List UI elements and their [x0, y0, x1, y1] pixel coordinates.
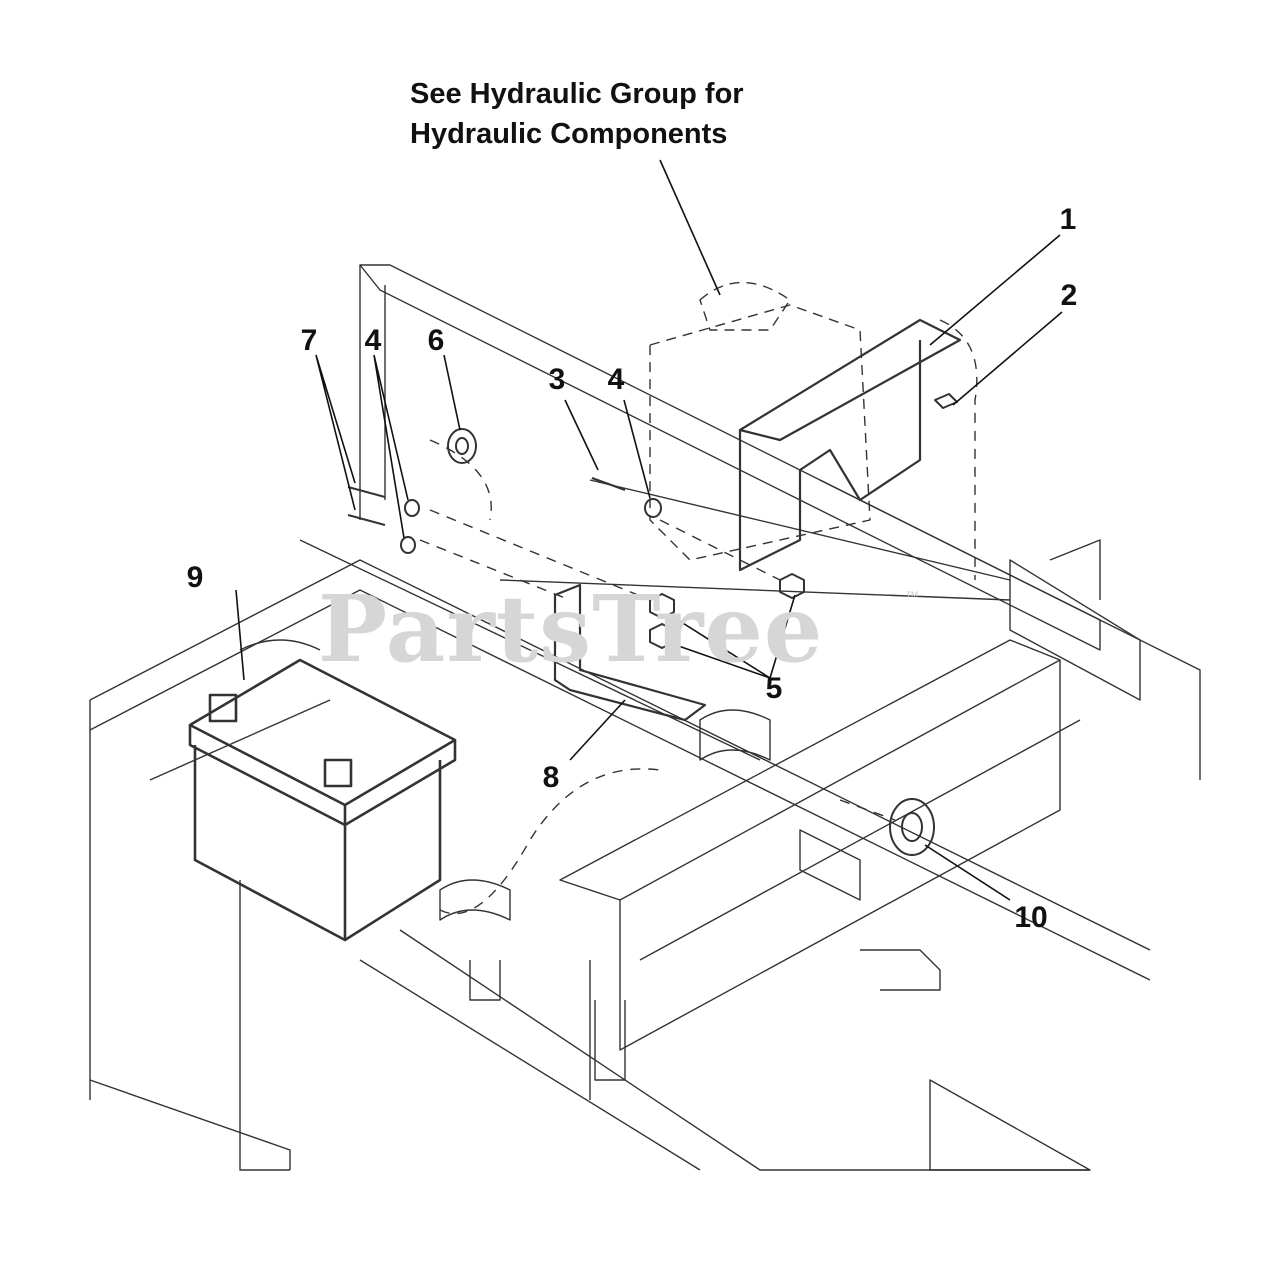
assembly-lines — [419, 319, 978, 915]
note-line-2: Hydraulic Components — [410, 118, 728, 150]
note-line-1: See Hydraulic Group for — [410, 78, 744, 110]
hold-down-bar — [553, 583, 707, 722]
leader-lines — [235, 159, 1063, 901]
callout-4-right: 4 — [607, 363, 625, 396]
hydraulic-reservoir — [649, 281, 871, 561]
callout-5: 5 — [765, 672, 783, 705]
callout-2: 2 — [1060, 279, 1078, 312]
trademark-symbol: ™ — [905, 588, 919, 604]
mounting-bracket — [738, 318, 962, 572]
watermark: PartsTree — [318, 575, 824, 683]
callout-7: 7 — [300, 324, 318, 357]
callout-8: 8 — [542, 761, 560, 794]
hydraulic-note: See Hydraulic Group for Hydraulic Compon… — [410, 74, 744, 154]
callout-10: 10 — [1014, 901, 1048, 934]
frame — [89, 264, 1201, 1171]
callout-6: 6 — [427, 324, 445, 357]
hardware — [347, 393, 958, 856]
callout-1: 1 — [1059, 203, 1077, 236]
battery — [188, 658, 457, 942]
callout-4-left: 4 — [364, 324, 382, 357]
callout-9: 9 — [186, 561, 204, 594]
callout-3: 3 — [548, 363, 566, 396]
